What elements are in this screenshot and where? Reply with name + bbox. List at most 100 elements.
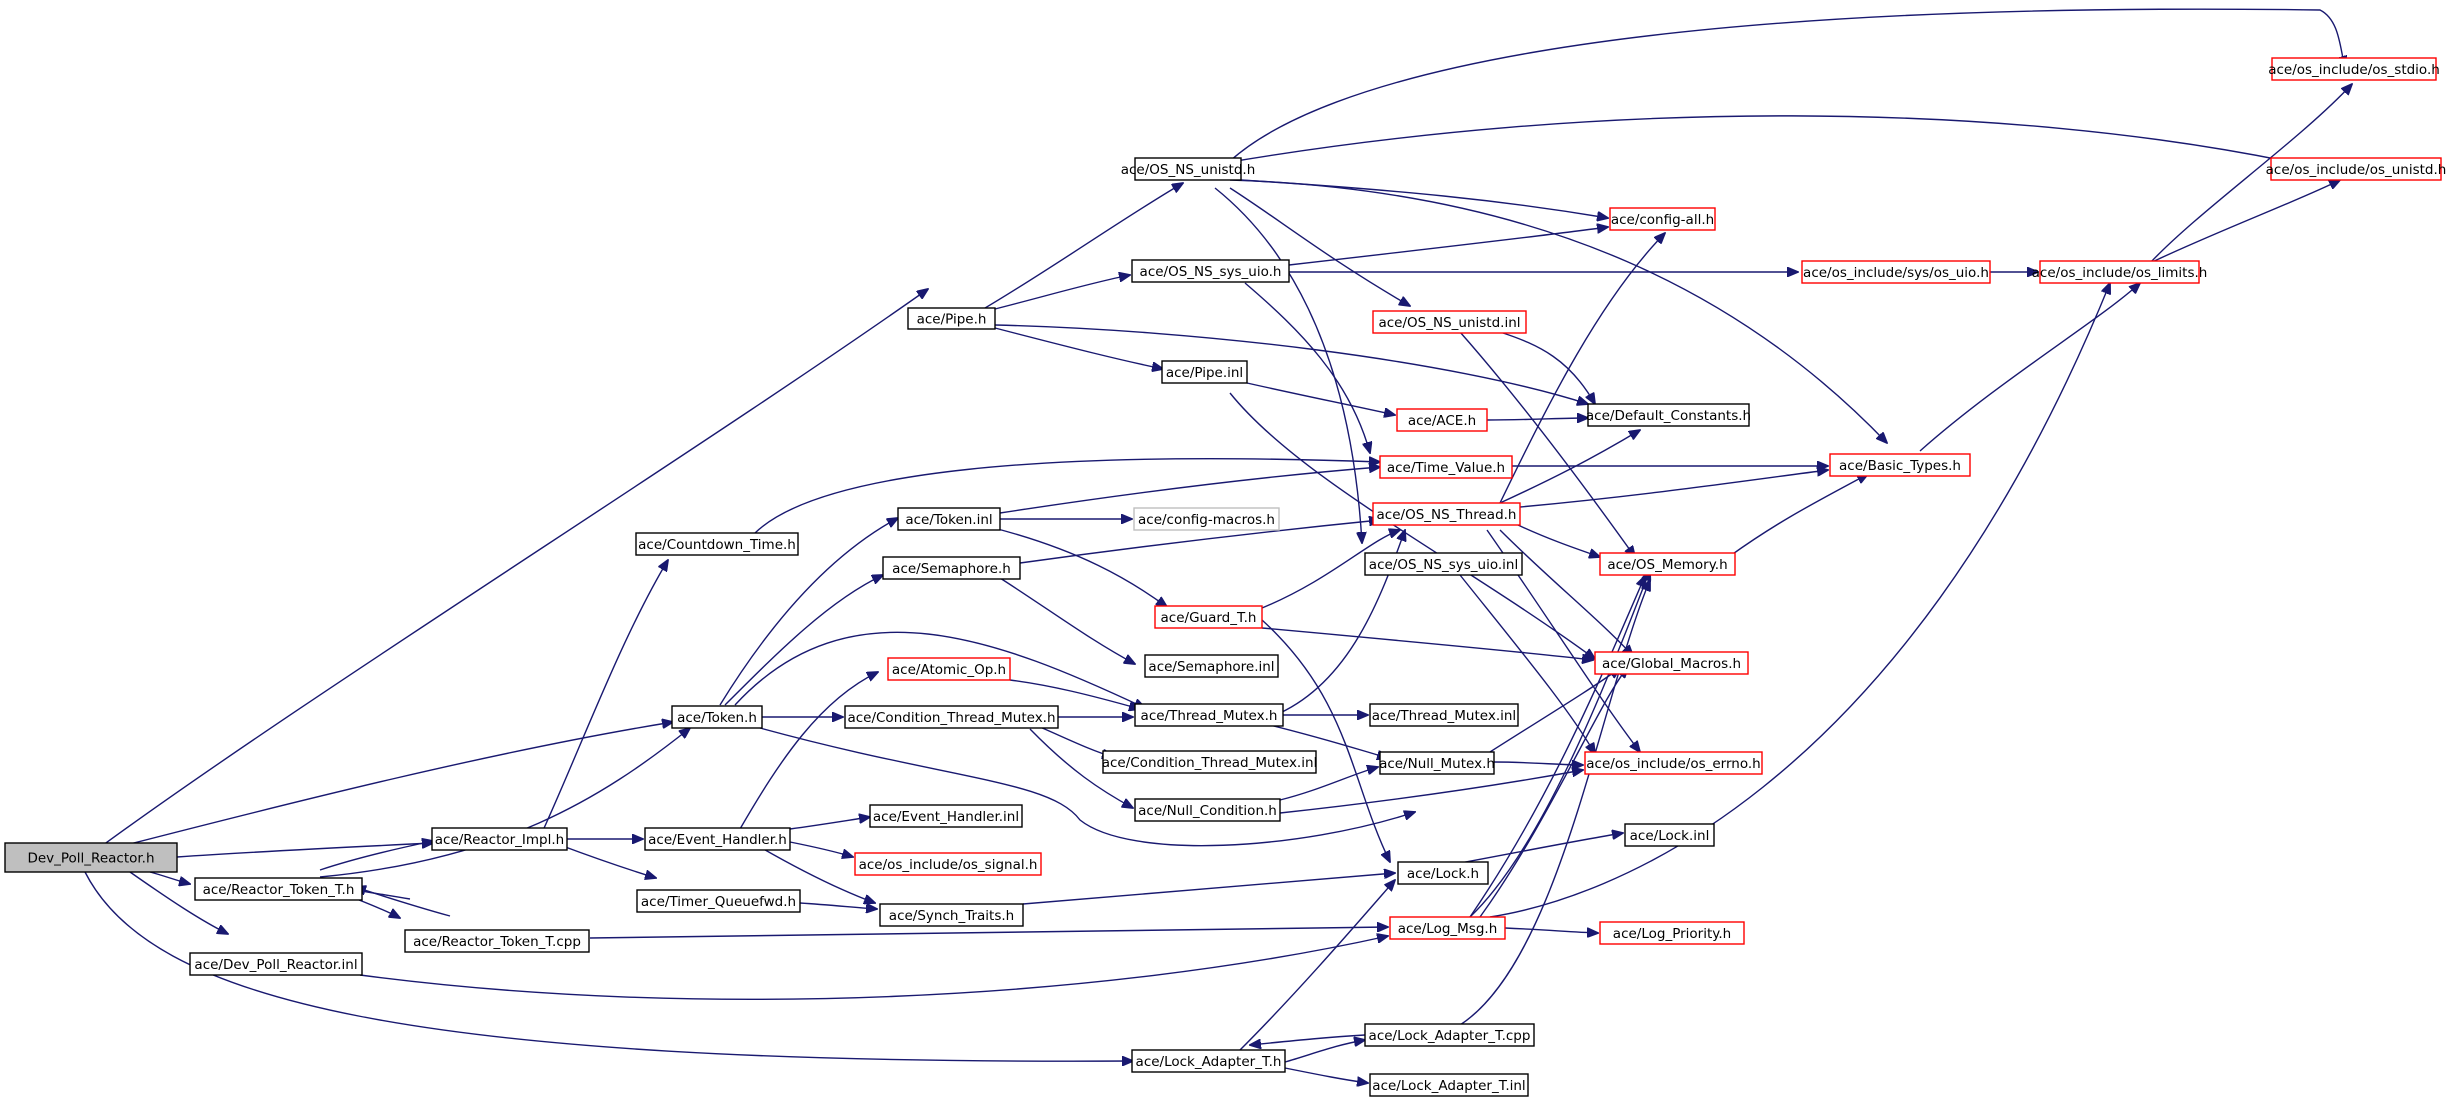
node-os-unistd[interactable]: ace/os_include/os_unistd.h xyxy=(2266,157,2447,181)
node-box xyxy=(887,657,1011,681)
node-os-stdio[interactable]: ace/os_include/os_stdio.h xyxy=(2268,57,2440,81)
dependency-edge xyxy=(1493,762,1583,765)
dependency-edge xyxy=(994,327,1163,369)
node-reactor-impl[interactable]: ace/Reactor_Impl.h xyxy=(431,827,568,851)
node-os-errno[interactable]: ace/os_include/os_errno.h xyxy=(1584,751,1763,775)
node-event-handler-h[interactable]: ace/Event_Handler.h xyxy=(644,827,791,851)
node-box xyxy=(1369,1073,1529,1097)
node-box xyxy=(636,889,801,913)
node-timer-queuefwd[interactable]: ace/Timer_Queuefwd.h xyxy=(636,889,801,913)
node-label: ace/os_include/os_stdio.h xyxy=(2268,62,2440,78)
node-token-h[interactable]: ace/Token.h xyxy=(671,705,763,729)
node-cond-thread-mutex-h[interactable]: ace/Condition_Thread_Mutex.h xyxy=(844,705,1059,729)
node-lock-h[interactable]: ace/Lock.h xyxy=(1397,861,1489,885)
node-synch-traits[interactable]: ace/Synch_Traits.h xyxy=(879,903,1024,927)
node-root[interactable]: Dev_Poll_Reactor.h xyxy=(4,842,178,873)
node-default-constants[interactable]: ace/Default_Constants.h xyxy=(1586,403,1751,427)
dependency-edge xyxy=(1459,580,1650,1026)
node-box xyxy=(1397,861,1489,885)
node-null-condition[interactable]: ace/Null_Condition.h xyxy=(1134,798,1281,822)
node-box xyxy=(1829,453,1971,477)
node-box xyxy=(869,804,1023,828)
node-event-handler-inl[interactable]: ace/Event_Handler.inl xyxy=(869,804,1023,828)
dependency-edge xyxy=(1517,524,1600,557)
node-reactor-token-t-cpp[interactable]: ace/Reactor_Token_T.cpp xyxy=(404,929,590,953)
node-box xyxy=(2271,57,2437,81)
node-lock-adapter-inl[interactable]: ace/Lock_Adapter_T.inl xyxy=(1369,1073,1529,1097)
node-box xyxy=(879,903,1024,927)
node-lock-adapter-cpp[interactable]: ace/Lock_Adapter_T.cpp xyxy=(1364,1023,1535,1047)
node-label: ace/os_include/os_errno.h xyxy=(1586,756,1760,772)
node-label: ace/Null_Condition.h xyxy=(1138,803,1277,819)
dependency-edge xyxy=(1279,767,1378,801)
node-token-inl[interactable]: ace/Token.inl xyxy=(897,507,1001,531)
dependency-edge xyxy=(94,289,928,852)
node-label: ace/OS_NS_unistd.inl xyxy=(1378,315,1520,331)
dependency-edge xyxy=(734,631,1145,708)
dependency-edge xyxy=(1009,679,1140,709)
node-global-macros[interactable]: ace/Global_Macros.h xyxy=(1594,651,1749,675)
node-config-macros[interactable]: ace/config-macros.h xyxy=(1133,507,1280,531)
node-ns-thread[interactable]: ace/OS_NS_Thread.h xyxy=(1372,502,1521,526)
node-label: ace/Global_Macros.h xyxy=(1602,656,1741,672)
node-thread-mutex-h[interactable]: ace/Thread_Mutex.h xyxy=(1134,703,1284,727)
node-box xyxy=(882,556,1021,580)
node-pipe-h[interactable]: ace/Pipe.h xyxy=(907,307,996,330)
node-box xyxy=(671,705,763,729)
node-ns-sys-uio-inl[interactable]: ace/OS_NS_sys_uio.inl xyxy=(1364,552,1523,576)
node-box xyxy=(189,952,363,976)
node-box xyxy=(1599,552,1736,576)
node-label: ace/Reactor_Token_T.h xyxy=(203,882,355,898)
node-os-limits[interactable]: ace/os_include/os_limits.h xyxy=(2032,260,2208,284)
dependency-edge xyxy=(319,728,690,878)
node-box xyxy=(2039,260,2200,284)
node-basic-types[interactable]: ace/Basic_Types.h xyxy=(1829,453,1971,477)
node-ace-h[interactable]: ace/ACE.h xyxy=(1396,408,1488,432)
node-lock-inl[interactable]: ace/Lock.inl xyxy=(1624,823,1715,847)
node-cond-thread-mutex-inl[interactable]: ace/Condition_Thread_Mutex.inl xyxy=(1102,750,1318,774)
node-label: ace/Time_Value.h xyxy=(1387,460,1505,476)
node-lock-adapter-h[interactable]: ace/Lock_Adapter_T.h xyxy=(1131,1049,1286,1073)
node-label: ace/OS_NS_Thread.h xyxy=(1377,507,1517,523)
node-sys-os-uio[interactable]: ace/os_include/sys/os_uio.h xyxy=(1801,260,1991,284)
dependency-edge xyxy=(589,927,1388,939)
node-box xyxy=(1161,360,1248,384)
node-label: ace/Thread_Mutex.inl xyxy=(1372,708,1516,724)
node-os-signal[interactable]: ace/os_include/os_signal.h xyxy=(854,852,1042,876)
node-atomic-op[interactable]: ace/Atomic_Op.h xyxy=(887,657,1011,681)
node-guard-t[interactable]: ace/Guard_T.h xyxy=(1154,605,1263,629)
node-label: ace/Lock.inl xyxy=(1630,828,1710,844)
node-log-priority[interactable]: ace/Log_Priority.h xyxy=(1599,921,1745,945)
dependency-edge xyxy=(1229,392,1595,659)
node-box xyxy=(854,852,1042,876)
node-ns-unistd-h[interactable]: ace/OS_NS_unistd.h xyxy=(1121,157,1256,181)
dependency-edge xyxy=(129,871,228,934)
dependency-edge xyxy=(1269,724,1388,758)
node-dev-poll-inl[interactable]: ace/Dev_Poll_Reactor.inl xyxy=(189,952,363,976)
dependency-edge xyxy=(1022,873,1395,905)
dependency-edge xyxy=(1284,1040,1365,1063)
node-config-all[interactable]: ace/config-all.h xyxy=(1609,207,1716,231)
node-os-memory[interactable]: ace/OS_Memory.h xyxy=(1599,552,1736,576)
node-reactor-token-t-h[interactable]: ace/Reactor_Token_T.h xyxy=(194,877,363,901)
node-log-msg[interactable]: ace/Log_Msg.h xyxy=(1389,916,1506,940)
node-semaphore-inl[interactable]: ace/Semaphore.inl xyxy=(1144,654,1279,678)
node-label: ace/Lock_Adapter_T.cpp xyxy=(1369,1028,1531,1044)
node-box xyxy=(1396,408,1488,432)
node-label: ace/Guard_T.h xyxy=(1161,610,1257,626)
dependency-edge xyxy=(1039,726,1113,757)
node-ns-unistd-inl[interactable]: ace/OS_NS_unistd.inl xyxy=(1372,310,1527,334)
node-label: ace/config-all.h xyxy=(1611,212,1714,228)
node-label: ace/config-macros.h xyxy=(1138,512,1275,528)
node-countdown-time[interactable]: ace/Countdown_Time.h xyxy=(635,532,799,556)
node-box xyxy=(1379,455,1513,479)
node-time-value[interactable]: ace/Time_Value.h xyxy=(1379,455,1513,479)
node-thread-mutex-inl[interactable]: ace/Thread_Mutex.inl xyxy=(1369,703,1519,727)
node-semaphore-h[interactable]: ace/Semaphore.h xyxy=(882,556,1021,580)
node-pipe-inl[interactable]: ace/Pipe.inl xyxy=(1161,360,1248,384)
node-label: ace/OS_NS_unistd.h xyxy=(1121,162,1256,178)
node-null-mutex[interactable]: ace/Null_Mutex.h xyxy=(1379,751,1495,775)
dependency-edge xyxy=(1019,520,1380,564)
dependency-edge xyxy=(994,275,1130,310)
node-ns-sys-uio-h[interactable]: ace/OS_NS_sys_uio.h xyxy=(1131,259,1290,283)
